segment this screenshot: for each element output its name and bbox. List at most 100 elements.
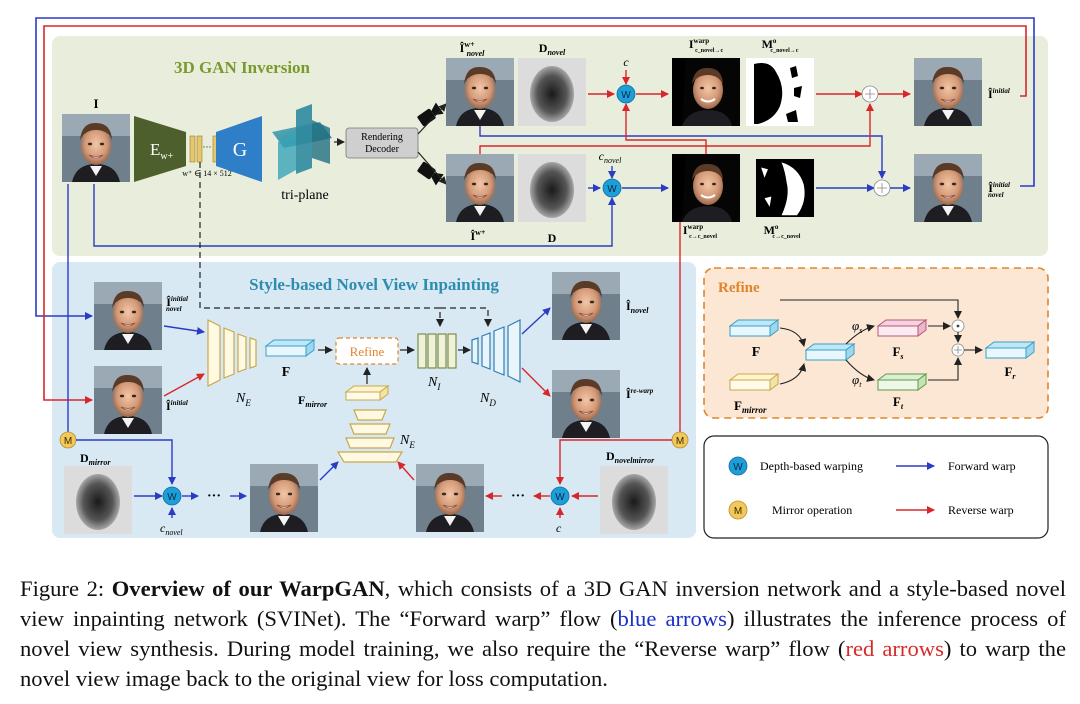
refine-Fs-feature: [876, 319, 928, 337]
legend-m-node: [728, 500, 748, 520]
encoder-NE-stack: [207, 319, 257, 387]
image-warp-bot: [672, 154, 740, 222]
label-input-I: I: [93, 96, 98, 111]
image-I-hat-w: [446, 154, 514, 222]
feature-F-mirror: [344, 385, 390, 401]
legend-forward-warp: Forward warp: [948, 459, 1016, 473]
red-outer-loop: [43, 25, 1027, 404]
decoder-ND-stack: [471, 319, 521, 383]
warp-node-bottom-right: [550, 486, 570, 506]
label-c-bottom: c: [556, 521, 562, 535]
generator-G-block: [216, 116, 262, 182]
image-mirror-warp-right: [416, 464, 484, 532]
image-D-novel: [518, 58, 586, 126]
inpainting-NI: [417, 333, 457, 369]
label-NI: NI: [427, 375, 441, 392]
warp-node-mid-label: W: [607, 184, 617, 195]
image-mask-top: [746, 58, 814, 126]
input-image: [62, 114, 130, 182]
label-svi-initial: Îinitial: [166, 399, 188, 413]
label-I-hat-w: Îw+: [470, 228, 485, 243]
refine-Fr-feature: [984, 341, 1036, 359]
triplane-label: tri-plane: [281, 188, 328, 203]
gan-panel-title: 3D GAN Inversion: [174, 58, 311, 77]
image-D-mirror: [64, 466, 132, 534]
refine-label-Ft: Ft: [893, 394, 904, 411]
caption-prefix: Figure 2:: [20, 576, 112, 601]
refine-label-phi-s: φs: [852, 318, 862, 335]
label-c-top: c: [623, 55, 629, 69]
dots-right: ···: [511, 489, 525, 504]
figure-caption: Figure 2: Overview of our WarpGAN, which…: [20, 574, 1066, 694]
refine-panel-title: Refine: [718, 280, 760, 296]
refine-Ft-feature: [876, 373, 928, 391]
caption-blue-arrows: blue arrows: [617, 606, 727, 631]
refine-concat-feature: [804, 343, 856, 361]
label-c-novel-bottom: cnovel: [160, 521, 183, 537]
image-I-hat-novel-w: [446, 58, 514, 126]
encoder-E-label: Ew+: [150, 140, 174, 162]
image-I-hat-novel-initial-top: [914, 154, 982, 222]
image-D: [518, 154, 586, 222]
legend-w-node-label: W: [733, 462, 743, 473]
warp-node-bottom-left: [162, 486, 182, 506]
legend-mirror-op: Mirror operation: [772, 503, 852, 517]
caption-text-2: ) illustrates the inference process of n…: [20, 606, 1066, 661]
label-out-rewarp: Îre-warp: [626, 387, 654, 401]
label-I-hat-initial: Îinitial: [988, 87, 1010, 101]
warp-node-bottom-left-label: W: [167, 492, 177, 503]
refine-block-label: Refine: [350, 344, 385, 359]
generator-G-label: G: [233, 139, 247, 161]
caption-red-arrows: red arrows: [845, 636, 944, 661]
image-mask-bot: [756, 159, 814, 217]
label-NE2: NE: [399, 433, 415, 450]
label-ND: ND: [479, 391, 496, 408]
legend-m-node-label: M: [734, 506, 742, 517]
image-mirror-warp-left: [250, 464, 318, 532]
caption-bold: Overview of our WarpGAN: [111, 576, 385, 601]
warp-node-bottom-right-label: W: [555, 492, 565, 503]
refine-label-Fs: Fs: [892, 344, 903, 361]
label-NE: NE: [235, 391, 251, 408]
encoder-E-block: [134, 116, 186, 182]
rendering-decoder-box: [345, 127, 419, 159]
rendering-decoder-line1: Rendering: [361, 132, 403, 143]
triplane-icon: [272, 104, 332, 180]
label-I-hat-novel-w: Îw+novel: [460, 40, 486, 58]
image-D-novel-mirror: [600, 466, 668, 534]
caption-text-3: ) to warp the novel view image back to t…: [20, 636, 1066, 691]
image-out-novel: [552, 272, 620, 340]
refine-label-F: F: [752, 345, 761, 360]
refine-label-F-mirror: Fmirror: [734, 398, 767, 415]
rendering-decoder-line2: Decoder: [365, 144, 400, 155]
feature-F: [264, 339, 316, 357]
image-svi-novel-initial: [94, 282, 162, 350]
refine-F-mirror-feature: [728, 373, 780, 391]
mirror-node-right-label: M: [676, 436, 684, 447]
warp-node-top-label: W: [621, 90, 631, 101]
svi-panel-title: Style-based Novel View Inpainting: [249, 275, 499, 294]
label-D-mirror: Dmirror: [80, 451, 111, 467]
legend-depth-warping: Depth-based warping: [760, 459, 863, 473]
image-svi-initial: [94, 366, 162, 434]
latent-dim-label: w⁺ ∈ 14 × 512: [182, 169, 231, 178]
image-I-hat-initial: [914, 58, 982, 126]
label-D-novel: Dnovel: [539, 41, 566, 57]
legend-reverse-warp: Reverse warp: [948, 503, 1014, 517]
refine-label-phi-t: φt: [852, 372, 862, 389]
blue-outer-loop: [35, 17, 1035, 320]
label-F: F: [282, 365, 291, 380]
legend-w-node: [728, 456, 748, 476]
label-out-novel: Înovel: [626, 299, 649, 315]
refine-F-feature: [728, 319, 780, 337]
latent-dots: ···: [203, 142, 212, 152]
legend-box: [703, 435, 1049, 539]
image-warp-top: [672, 58, 740, 126]
label-D-novel-mirror: Dnovelmirror: [606, 449, 655, 465]
